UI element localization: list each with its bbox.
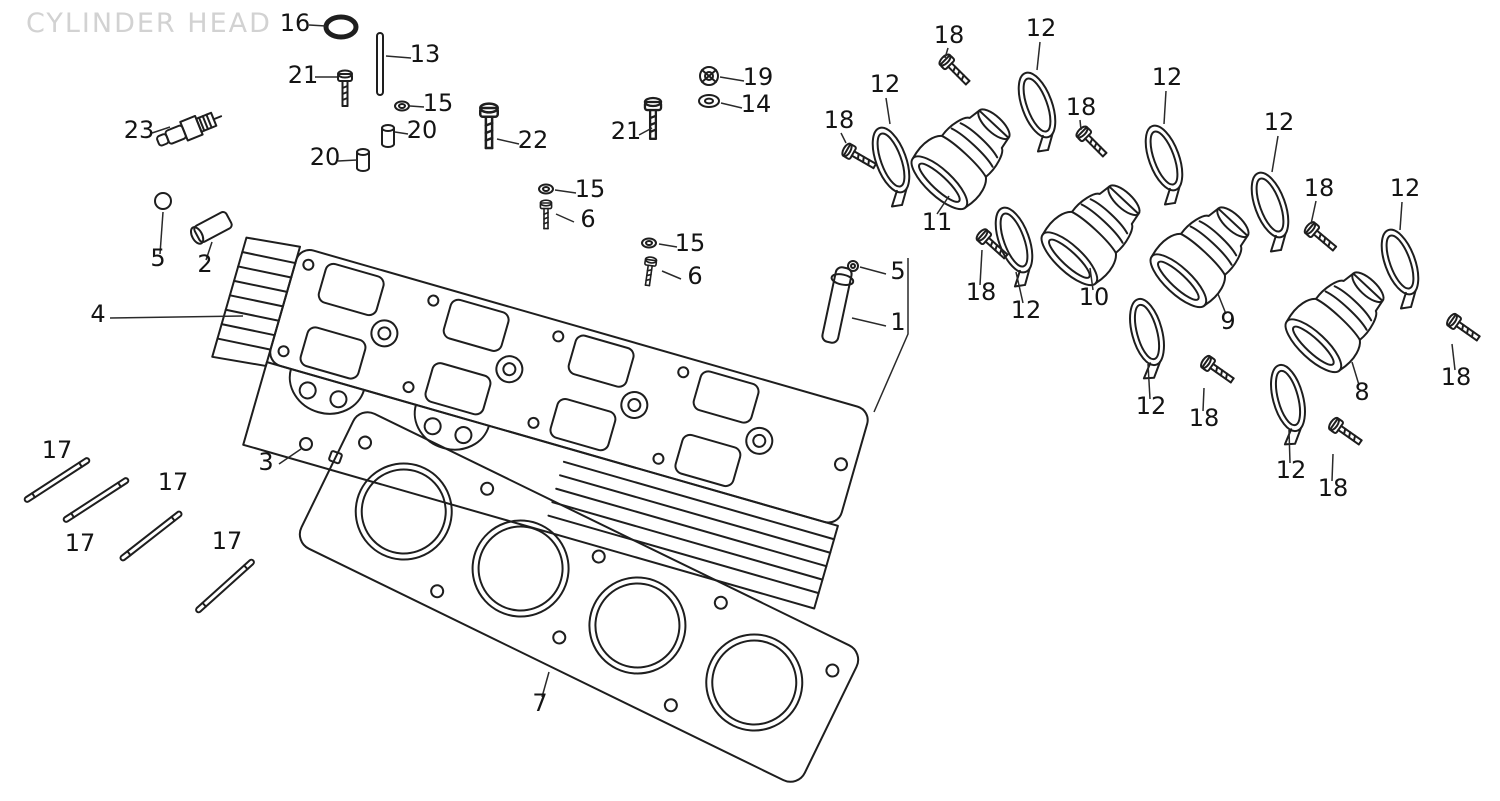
- callout-label: 12: [1026, 14, 1057, 42]
- callout-label: 15: [423, 89, 454, 117]
- callout-label: 12: [1264, 108, 1295, 136]
- callout-label: 17: [212, 527, 243, 555]
- callout-label: 5: [150, 244, 165, 272]
- intake-boot-9: [1140, 189, 1268, 318]
- callout-label: 4: [90, 300, 105, 328]
- grommet-16: [323, 14, 359, 40]
- callout-label: 18: [1304, 174, 1335, 202]
- callout-label: 21: [288, 61, 319, 89]
- callout-label: 8: [1354, 378, 1369, 406]
- screw-21: [337, 69, 353, 107]
- callout-label: 18: [966, 278, 997, 306]
- callout-label: 18: [824, 106, 855, 134]
- callout-label: 16: [280, 9, 311, 37]
- callout-label: 15: [675, 229, 706, 257]
- callout-label: 3: [258, 448, 273, 476]
- seal-cap-5: [154, 192, 172, 210]
- leader-lines: [109, 24, 1456, 698]
- cylinder-head-body: [211, 236, 869, 610]
- collar-20: [356, 148, 370, 172]
- callout-label: 20: [310, 143, 341, 171]
- callout-label: 6: [687, 262, 702, 290]
- callout-label: 12: [1390, 174, 1421, 202]
- spark-plug: [156, 111, 223, 147]
- intake-boot-8: [1275, 254, 1403, 383]
- clamp-ring: [1243, 166, 1301, 255]
- washer-15: [394, 100, 410, 112]
- washer-15: [641, 237, 657, 249]
- callout-label: 9: [1220, 307, 1235, 335]
- callout-label: 14: [741, 90, 772, 118]
- flange-bolt: [936, 51, 974, 89]
- callout-label: 12: [1136, 392, 1167, 420]
- cylinder-stud: [61, 476, 131, 524]
- valve-guide-1: [821, 266, 855, 344]
- callout-label: 20: [407, 116, 438, 144]
- flange-bolt: [1073, 123, 1111, 161]
- callout-label: 17: [42, 436, 73, 464]
- callout-label: 6: [580, 205, 595, 233]
- intake-boot-11: [901, 91, 1029, 220]
- flange-bolt: [1326, 415, 1366, 450]
- intake-boot-10: [1031, 167, 1159, 296]
- callout-label: 13: [410, 40, 441, 68]
- page-title: CYLINDER HEAD: [26, 8, 272, 39]
- oring-5: [847, 260, 859, 272]
- callout-labels: 16 13 21 15 20 20 23 22 19 14 21 15 6 15…: [42, 9, 1472, 717]
- callout-label: 21: [611, 117, 642, 145]
- callout-label: 22: [518, 126, 549, 154]
- callout-label: 19: [743, 63, 774, 91]
- clamp-ring: [1137, 119, 1195, 208]
- small-part-3: [299, 437, 343, 465]
- flange-bolt: [1301, 219, 1341, 255]
- valve-guide-2: [189, 211, 233, 245]
- callout-label: 11: [922, 208, 953, 236]
- callout-label: 5: [890, 257, 905, 285]
- screw-22: [479, 102, 499, 150]
- head-gasket: [298, 411, 860, 783]
- callout-label: 12: [870, 70, 901, 98]
- callout-label: 12: [1276, 456, 1307, 484]
- callout-label: 10: [1079, 283, 1110, 311]
- callout-label: 12: [1152, 63, 1183, 91]
- flange-bolt: [1198, 353, 1238, 388]
- screw-21: [643, 96, 663, 140]
- callout-label: 15: [575, 175, 606, 203]
- callout-label: 18: [934, 21, 965, 49]
- cylinder-stud: [194, 557, 256, 615]
- cylinder-stud: [22, 456, 92, 504]
- screw-6: [539, 199, 553, 230]
- callout-label: 1: [890, 308, 905, 336]
- callout-label: 12: [1011, 296, 1042, 324]
- callout-label: 18: [1441, 363, 1472, 391]
- screw-6: [641, 255, 658, 287]
- nut-19: [699, 66, 719, 86]
- callout-label: 18: [1066, 93, 1097, 121]
- callout-label: 18: [1318, 474, 1349, 502]
- callout-label: 17: [158, 468, 189, 496]
- callout-label: 17: [65, 529, 96, 557]
- callout-label: 23: [124, 116, 155, 144]
- callout-label: 2: [197, 250, 212, 278]
- flange-bolt: [1444, 311, 1484, 346]
- callout-label: 18: [1189, 404, 1220, 432]
- clamp-ring: [1010, 66, 1068, 155]
- collar-20: [381, 124, 395, 148]
- cylinder-stud: [118, 509, 184, 563]
- callout-label: 7: [532, 689, 547, 717]
- washer-15: [538, 183, 554, 195]
- dowel-13: [376, 32, 384, 96]
- washer-14: [698, 94, 720, 108]
